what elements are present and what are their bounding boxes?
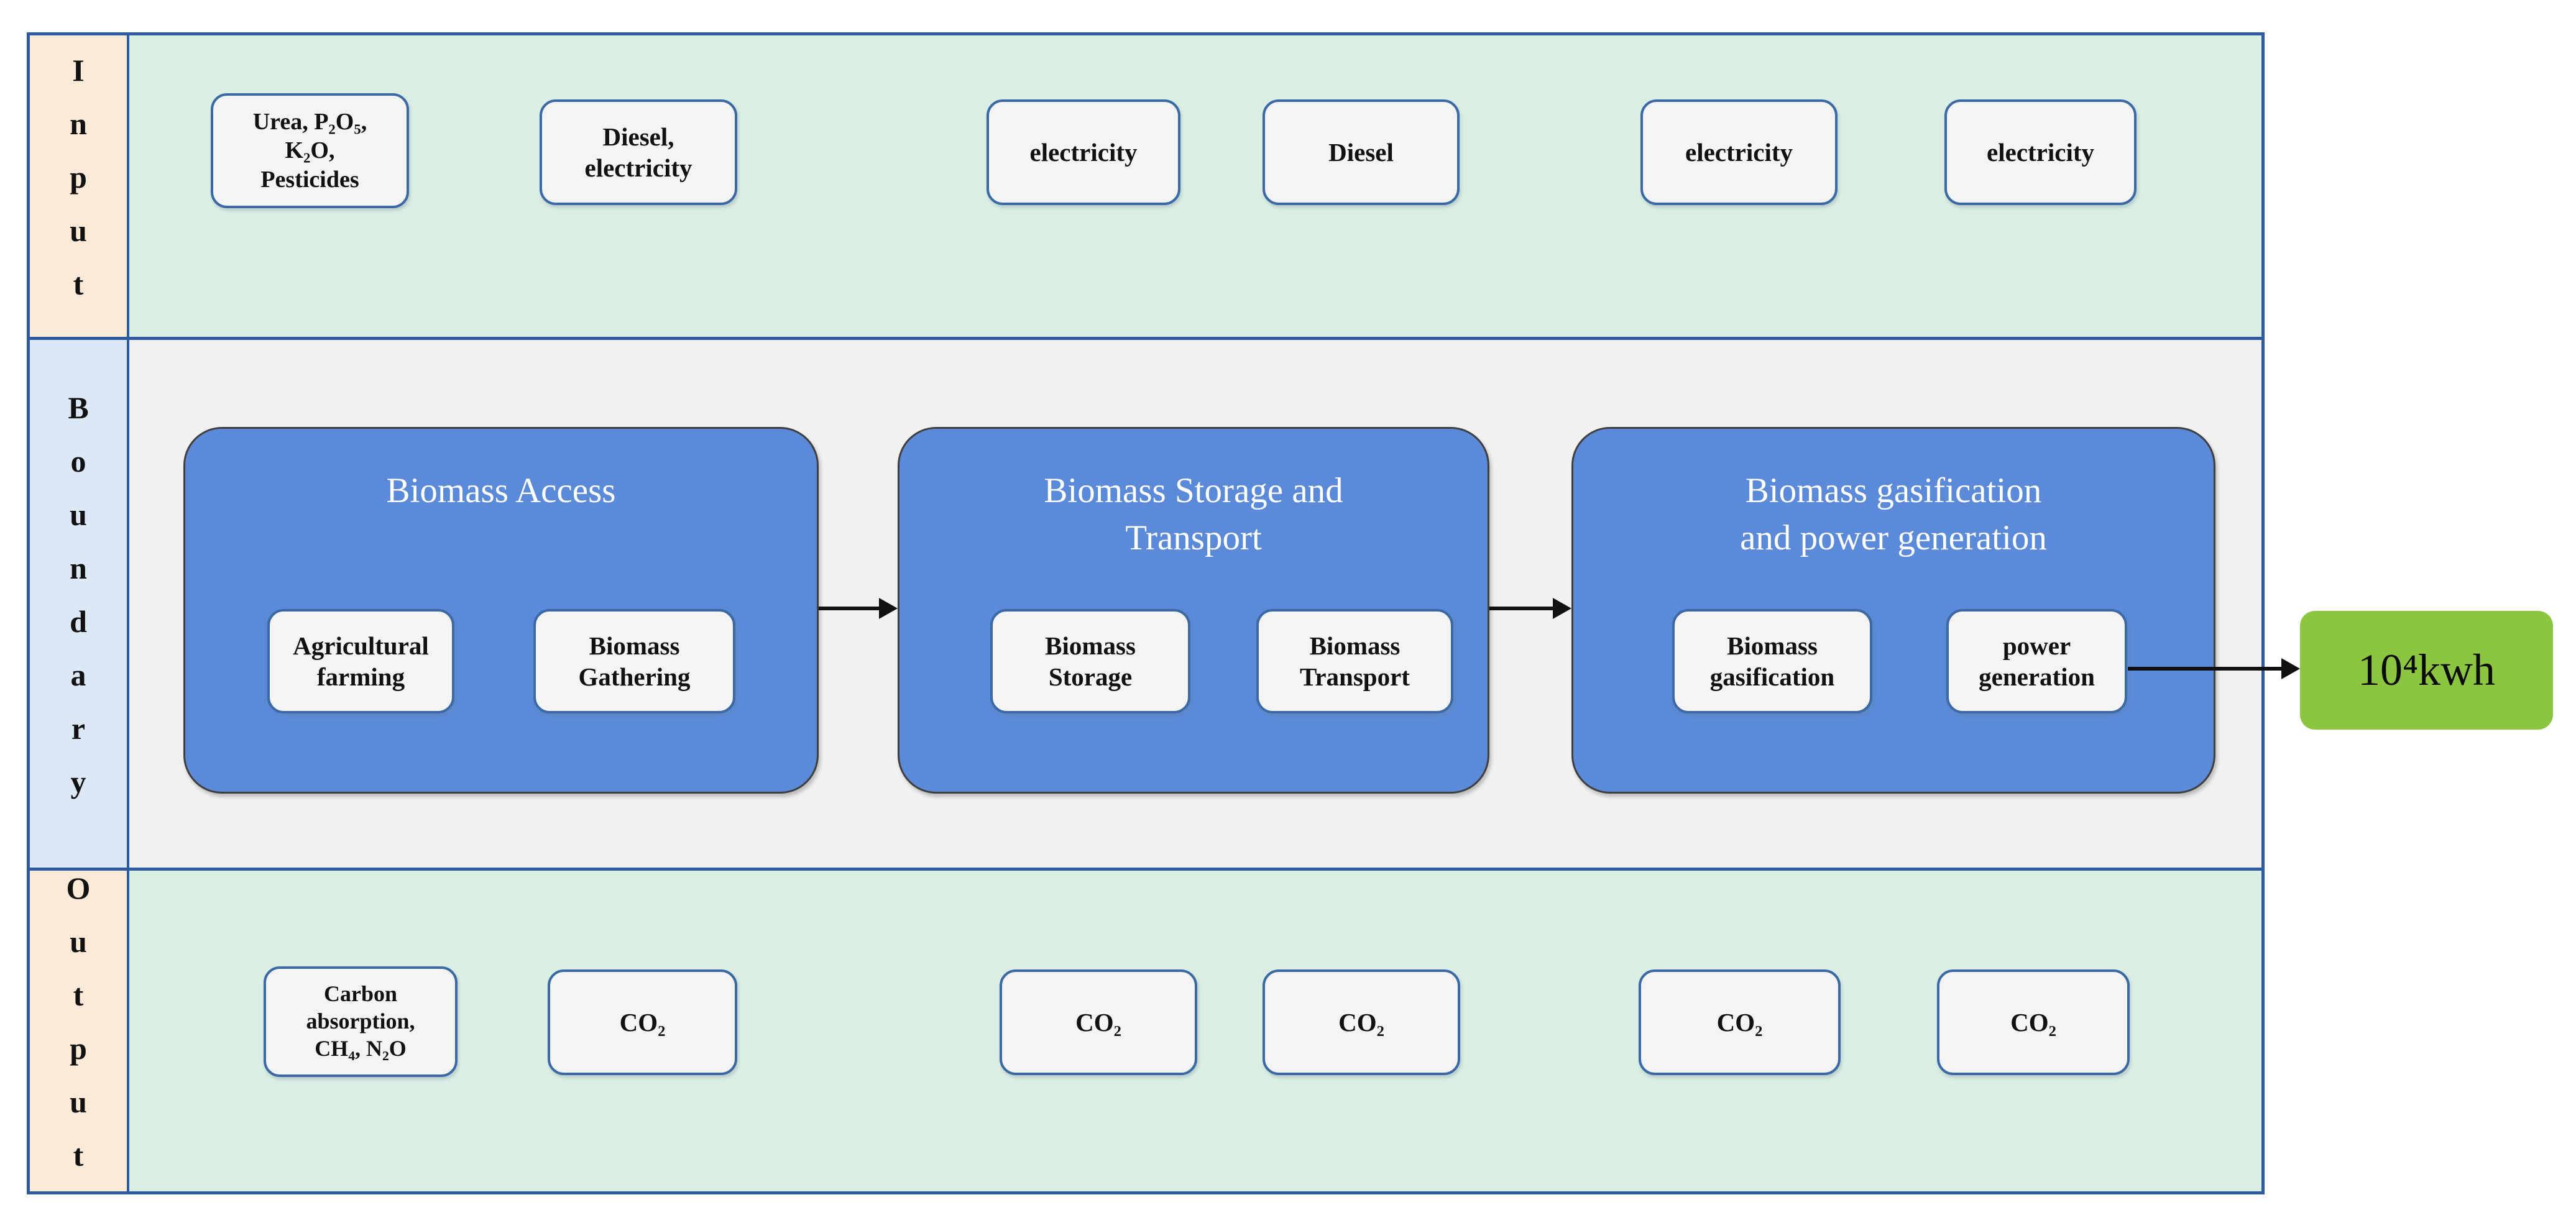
flow-arrow-power-to-result	[2128, 658, 2300, 679]
output-row-label-cell: Output	[30, 871, 129, 1191]
stage-biomass-access-title: Biomass Access	[386, 471, 616, 511]
output-box-co2-2: CO₂	[1000, 969, 1197, 1075]
stage-biomass-gasification-power-title: Biomass gasification and power generatio…	[1740, 471, 2047, 557]
stage-biomass-storage-transport: Biomass Storage and Transport Biomass St…	[898, 427, 1489, 794]
input-box-diesel-electricity: Diesel, electricity	[540, 99, 737, 205]
input-row-content: Urea, P₂O₅, K₂O, Pesticides Diesel, elec…	[129, 35, 2261, 337]
flow-arrow-access-to-storage	[819, 598, 898, 620]
input-box-fertilizers: Urea, P₂O₅, K₂O, Pesticides	[211, 93, 409, 208]
output-box-co2-3: CO₂	[1263, 969, 1460, 1075]
stage-biomass-storage-transport-title: Biomass Storage and Transport	[1044, 471, 1343, 557]
output-box-co2-1: CO₂	[548, 969, 737, 1075]
flow-arrow-storage-to-gasification	[1489, 598, 1571, 620]
boundary-row-label: Boundary	[61, 390, 96, 818]
stage-biomass-access: Biomass Access Agricultural farming Biom…	[183, 427, 819, 794]
output-row: Output Carbon absorption, CH₄, N₂O CO₂ C…	[30, 871, 2261, 1191]
input-box-diesel-transport: Diesel	[1263, 99, 1460, 205]
input-row: Input Urea, P₂O₅, K₂O, Pesticides Diesel…	[30, 35, 2261, 341]
output-row-content: Carbon absorption, CH₄, N₂O CO₂ CO₂ CO₂ …	[129, 871, 2261, 1191]
sub-box-power-generation: power generation	[1946, 609, 2127, 714]
sub-box-biomass-storage: Biomass Storage	[990, 609, 1190, 714]
output-row-label: Output	[61, 871, 96, 1191]
input-box-electricity-gasification: electricity	[1640, 99, 1838, 205]
flow-arrow-shaft	[2128, 667, 2283, 671]
stage-biomass-gasification-power: Biomass gasification and power generatio…	[1571, 427, 2215, 794]
system-boundary-frame: Input Urea, P₂O₅, K₂O, Pesticides Diesel…	[27, 32, 2265, 1194]
input-row-label: Input	[61, 52, 96, 320]
flow-arrow-head	[1553, 598, 1571, 620]
boundary-row-label-cell: Boundary	[30, 340, 129, 868]
sub-box-biomass-transport: Biomass Transport	[1256, 609, 1453, 714]
flow-arrow-head	[879, 598, 898, 620]
boundary-row: Boundary Biomass Access Agricultural far…	[30, 340, 2261, 871]
flow-arrow-head	[2281, 658, 2300, 679]
boundary-row-content: Biomass Access Agricultural farming Biom…	[129, 340, 2261, 868]
input-row-label-cell: Input	[30, 35, 129, 337]
output-box-co2-5: CO₂	[1937, 969, 2130, 1075]
flow-arrow-shaft	[1489, 607, 1555, 611]
sub-box-agricultural-farming: Agricultural farming	[267, 609, 454, 714]
output-box-co2-4: CO₂	[1639, 969, 1841, 1075]
result-box-energy-output: 10⁴kwh	[2300, 611, 2553, 730]
input-box-electricity-power: electricity	[1944, 99, 2137, 205]
flow-arrow-shaft	[819, 607, 881, 611]
input-box-electricity-storage: electricity	[987, 99, 1180, 205]
sub-box-biomass-gathering: Biomass Gathering	[533, 609, 735, 714]
output-box-carbon-absorption: Carbon absorption, CH₄, N₂O	[264, 966, 458, 1077]
sub-box-biomass-gasification: Biomass gasification	[1672, 609, 1872, 714]
